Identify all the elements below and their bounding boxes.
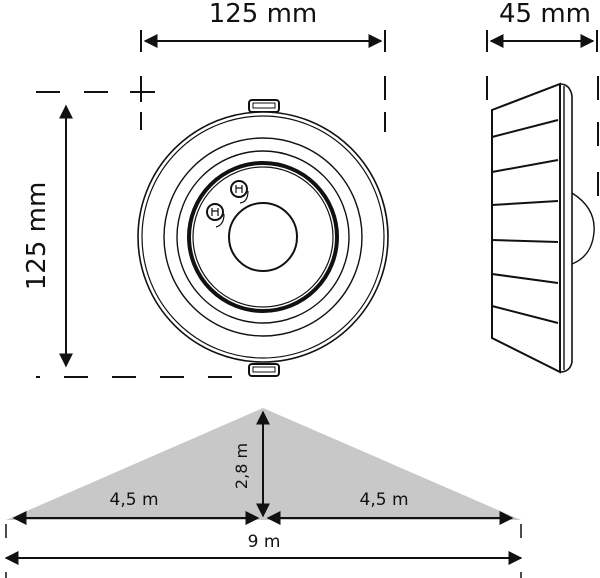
front-height-dimension: 125 mm (22, 104, 73, 368)
coverage-height-label: 2,8 m (232, 443, 251, 489)
side-depth-dimension: 45 mm (486, 0, 598, 52)
adjust-knob-2 (206, 203, 225, 228)
side-view-frame (486, 76, 599, 196)
front-height-label: 125 mm (22, 182, 52, 291)
coverage-total-label: 9 m (248, 532, 281, 552)
front-view-frame (36, 76, 386, 378)
front-width-dimension: 125 mm (140, 0, 386, 52)
front-width-label: 125 mm (209, 0, 318, 29)
sensor-lens (228, 202, 298, 272)
coverage-left-label: 4,5 m (110, 490, 159, 510)
coverage-diagram: 2,8 m 4,5 m 4,5 m 9 m (4, 408, 523, 578)
sensor-side-view (491, 82, 595, 374)
side-lens-dome (571, 192, 595, 265)
side-depth-label: 45 mm (499, 0, 591, 29)
sensor-front-view (137, 99, 389, 377)
adjust-knob-1 (230, 180, 249, 204)
coverage-right-label: 4,5 m (360, 490, 409, 510)
